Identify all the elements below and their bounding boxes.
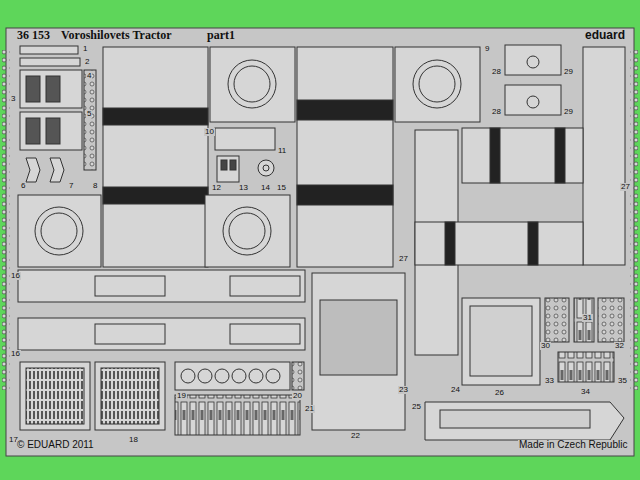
callout-number: 7 — [68, 182, 74, 190]
callout-number: 5 — [86, 110, 92, 118]
callout-number: 23 — [398, 386, 409, 394]
callout-number: 8 — [92, 182, 98, 190]
callout-number: 16 — [10, 350, 21, 358]
callout-number: 11 — [277, 147, 287, 155]
callout-number: 12 — [211, 184, 222, 192]
fret-note: © EDUARD 2011 — [16, 440, 95, 450]
callout-number: 26 — [494, 389, 505, 397]
fret-note: Made in Czech Republic — [518, 440, 628, 450]
callout-number: 16 — [10, 272, 21, 280]
callout-number: 15 — [276, 184, 287, 192]
callout-number: 14 — [260, 184, 271, 192]
callout-number: 4 — [86, 72, 92, 80]
callout-number: 13 — [238, 184, 249, 192]
fret-title: 36 153 — [16, 29, 51, 41]
callout-number: 21 — [304, 405, 315, 413]
callout-number: 10 — [204, 128, 215, 136]
callout-number: 22 — [350, 432, 361, 440]
callout-number: 9 — [484, 45, 490, 53]
callout-number: 35 — [617, 377, 628, 385]
callout-number: 1 — [82, 45, 88, 53]
callout-number: 27 — [620, 183, 631, 191]
callout-number: 25 — [411, 403, 422, 411]
callout-number: 32 — [614, 342, 625, 350]
callout-number: 6 — [20, 182, 26, 190]
callout-number: 34 — [580, 388, 591, 396]
callout-number: 30 — [540, 342, 551, 350]
callout-number: 29 — [563, 108, 574, 116]
callout-number: 3 — [10, 95, 16, 103]
callout-number: 2 — [84, 58, 90, 66]
callout-number: 27 — [398, 255, 409, 263]
callout-number: 19 — [176, 392, 187, 400]
callout-number: 24 — [450, 386, 461, 394]
callout-number: 33 — [544, 377, 555, 385]
fret-title: eduard — [584, 29, 626, 41]
callout-number: 18 — [128, 436, 139, 444]
callout-number: 31 — [582, 314, 593, 322]
fret-title: part1 — [206, 29, 236, 41]
callout-number: 28 — [491, 68, 502, 76]
fret-title: Voroshilovets Tractor — [60, 29, 173, 41]
callout-number: 28 — [491, 108, 502, 116]
callout-number: 20 — [292, 392, 303, 400]
callout-number: 29 — [563, 68, 574, 76]
